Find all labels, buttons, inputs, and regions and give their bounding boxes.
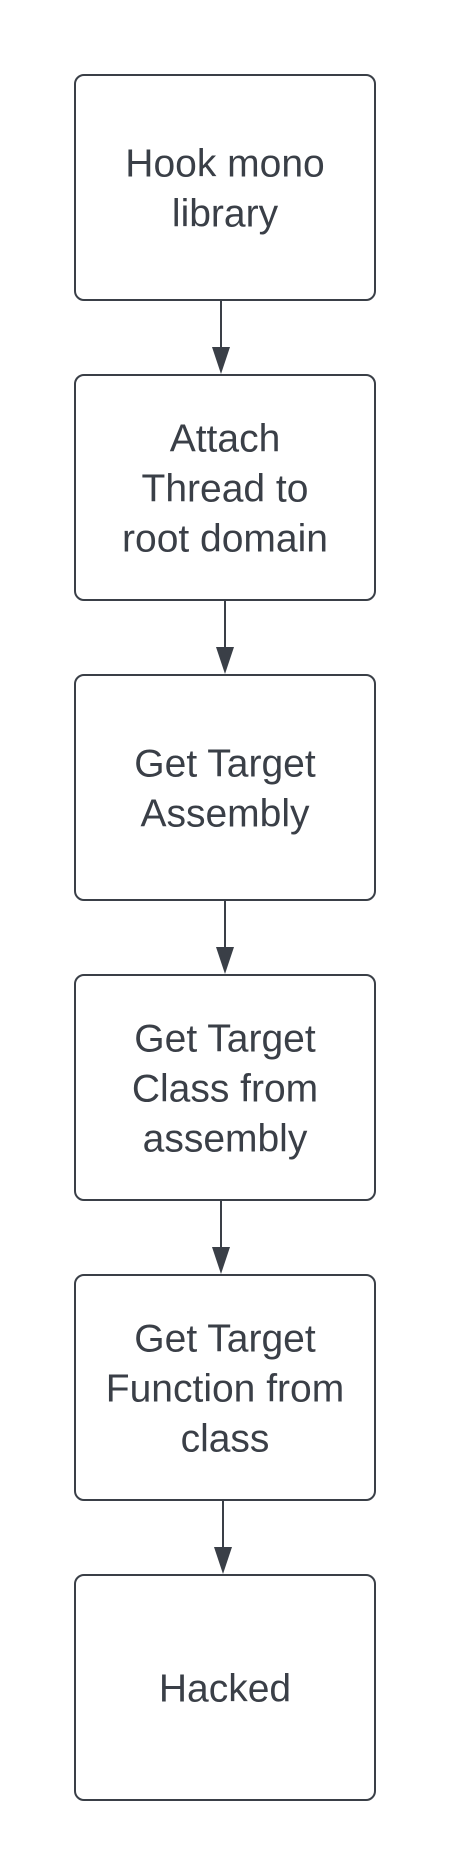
flow-node-label-line: class <box>181 1418 270 1461</box>
flow-node-label-line: Assembly <box>140 793 310 836</box>
flow-edge-function-to-hacked <box>214 1500 232 1574</box>
flow-node-label-line: library <box>172 193 279 236</box>
flow-node-label-line: Get Target <box>134 743 316 786</box>
arrow-head-icon <box>214 1547 232 1574</box>
flow-edge-assembly-to-class <box>216 900 234 974</box>
flow-node-box <box>74 1274 376 1501</box>
flow-node-box <box>74 74 376 301</box>
flow-node-label-line: Thread to <box>142 468 309 511</box>
flow-edge-class-to-function <box>212 1200 230 1274</box>
flow-node-label-line: Get Target <box>134 1018 316 1061</box>
flow-node-hook: Hook mono library <box>74 74 376 301</box>
flow-node-box <box>74 974 376 1201</box>
arrow-head-icon <box>212 347 230 374</box>
flow-node-label-line: Hook mono <box>125 143 324 186</box>
flow-node-label-line: Function from <box>106 1368 344 1411</box>
arrow-head-icon <box>216 947 234 974</box>
flow-node-label-line: assembly <box>143 1118 308 1161</box>
flow-node-box <box>74 1574 376 1801</box>
flow-node-hacked: Hacked <box>74 1574 376 1801</box>
flow-node-box <box>74 674 376 901</box>
arrow-head-icon <box>212 1247 230 1274</box>
flow-edge-attach-to-assembly <box>216 600 234 674</box>
arrow-head-icon <box>216 647 234 674</box>
edges-layer <box>212 300 234 1574</box>
flow-node-box <box>74 374 376 601</box>
flow-edge-hook-to-attach <box>212 300 230 374</box>
flow-node-label-line: Class from <box>132 1068 318 1111</box>
flow-node-label-line: Attach <box>170 418 281 461</box>
flow-node-label-line: root domain <box>122 518 328 561</box>
flow-node-label-line: Hacked <box>159 1668 291 1711</box>
flow-node-label-line: Get Target <box>134 1318 316 1361</box>
